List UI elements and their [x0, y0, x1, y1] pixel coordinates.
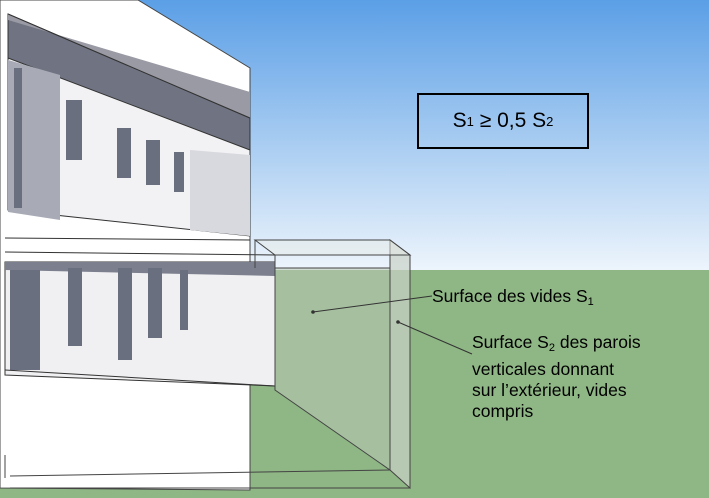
formula-s: S — [452, 109, 467, 132]
label-surface-parois: Surface S2 des parois verticales donnant… — [472, 332, 707, 422]
label-s2-line3: sur l’extérieur, vides — [472, 380, 627, 400]
formula-sub2: 2 — [546, 113, 554, 129]
lower-gallery — [4, 261, 276, 387]
label-s2-line1-pre: Surface S — [472, 332, 549, 352]
upper-gallery — [7, 13, 251, 237]
transparent-volume — [4, 239, 412, 490]
label-s2-line2: verticales donnant — [472, 359, 615, 379]
label-s2-line1-post: des parois — [554, 332, 641, 352]
label-surface-vides: Surface des vides S1 — [432, 286, 594, 313]
formula-sub1: 1 — [466, 113, 474, 129]
leader-lines — [311, 295, 473, 355]
label-s2-line1-sub: 2 — [548, 342, 555, 354]
label-s1-text: Surface des vides S — [432, 286, 588, 306]
label-s1-sub: 1 — [587, 296, 594, 308]
formula-relation: ≥ 0,5 S — [473, 109, 547, 132]
label-s2-line1: Surface S2 des parois — [472, 332, 707, 359]
label-s2-line4: compris — [472, 401, 534, 421]
